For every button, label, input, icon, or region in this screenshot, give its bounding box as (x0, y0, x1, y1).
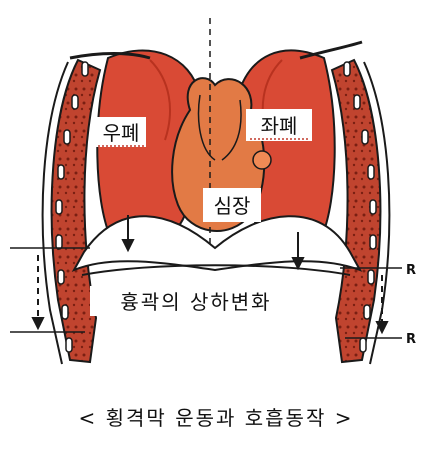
heart-label-box (203, 188, 261, 222)
r-upper-label: R (406, 263, 416, 278)
diaphragm (71, 215, 363, 273)
r-lower-label: R (406, 332, 416, 347)
right-lung-label: 우폐 (103, 121, 140, 145)
chest-label-box (90, 286, 302, 316)
chest-change-label: 흉곽의 상하변화 (120, 290, 271, 314)
left-lung-label: 좌폐 (261, 114, 298, 138)
figure-caption: < 횡격막 운동과 호흡동작 > (78, 406, 354, 430)
right-lung-label-box (96, 117, 146, 147)
heart-label: 심장 (214, 194, 251, 218)
bronchi-tube (69, 40, 363, 60)
motion-arrows (31, 215, 389, 335)
left-lung-label-box (246, 109, 312, 141)
